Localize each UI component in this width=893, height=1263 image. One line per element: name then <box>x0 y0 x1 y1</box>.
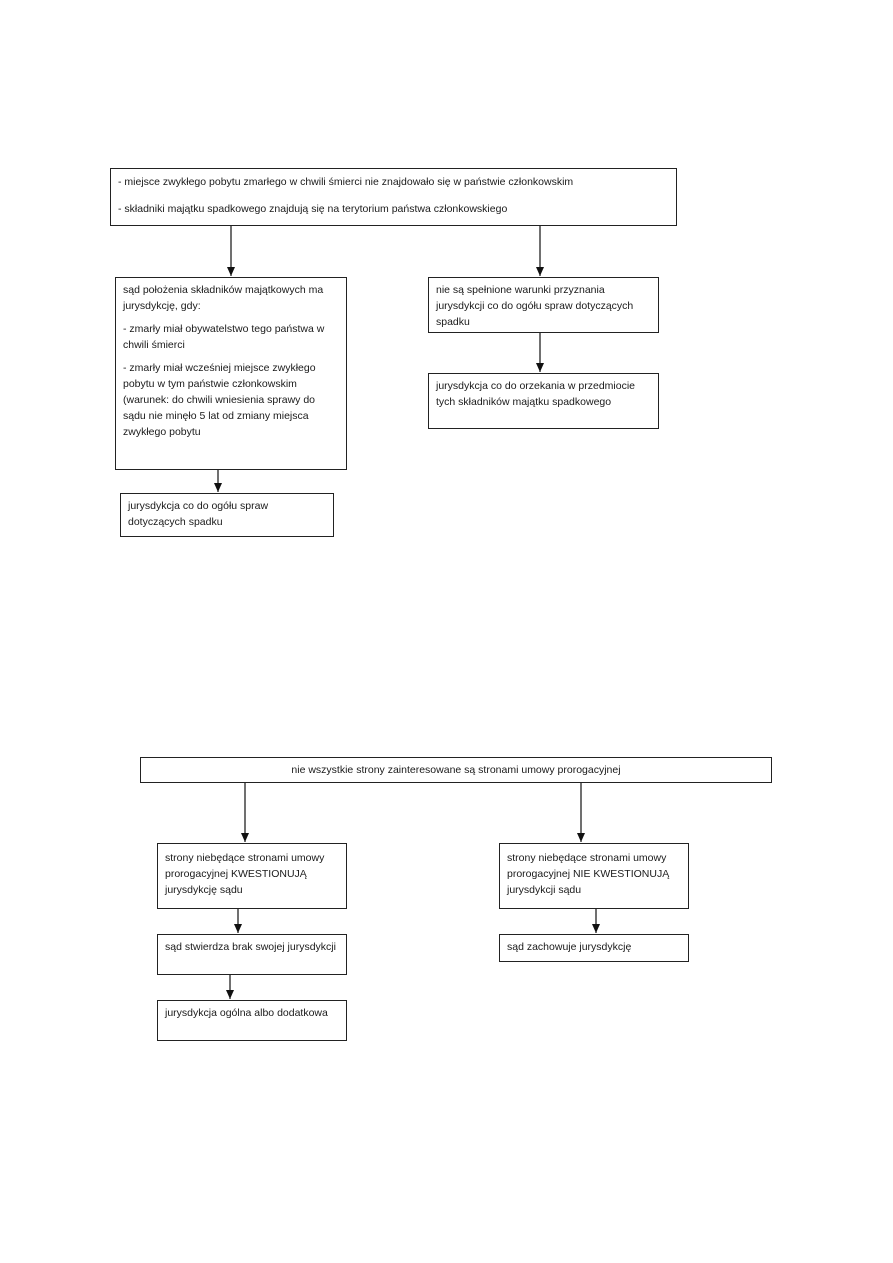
d2-left-result-box: jurysdykcja ogólna albo dodatkowa <box>157 1000 347 1041</box>
d1-left-box: sąd położenia składników majątkowych ma … <box>115 277 347 470</box>
d1-right-result-text: jurysdykcja co do orzekania w przedmioci… <box>436 380 636 408</box>
d1-left-intro: sąd położenia składników majątkowych ma … <box>123 284 324 312</box>
d2-left-result-text: jurysdykcja ogólna albo dodatkowa <box>165 1007 328 1019</box>
d2-left-text: strony niebędące stronami umowy prorogac… <box>165 852 325 896</box>
d2-right-result-box: sąd zachowuje jurysdykcję <box>499 934 689 962</box>
d1-left-result-text: jurysdykcja co do ogółu spraw dotyczącyc… <box>128 500 269 528</box>
d1-right-box: nie są spełnione warunki przyznania jury… <box>428 277 659 333</box>
d1-root-line2: - składniki majątku spadkowego znajdują … <box>118 203 508 215</box>
d2-left-step-box: sąd stwierdza brak swojej jurysdykcji <box>157 934 347 975</box>
d1-right-text: nie są spełnione warunki przyznania jury… <box>436 284 634 328</box>
d2-right-box: strony niebędące stronami umowy prorogac… <box>499 843 689 909</box>
d1-left-cond1: - zmarły miał obywatelstwo tego państwa … <box>123 323 325 351</box>
d1-root-line1: - miejsce zwykłego pobytu zmarłego w chw… <box>118 176 574 188</box>
d1-left-result-box: jurysdykcja co do ogółu spraw dotyczącyc… <box>120 493 334 537</box>
d1-right-result-box: jurysdykcja co do orzekania w przedmioci… <box>428 373 659 429</box>
d2-root-box: nie wszystkie strony zainteresowane są s… <box>140 757 772 783</box>
d1-root-box: - miejsce zwykłego pobytu zmarłego w chw… <box>110 168 677 226</box>
d2-root-text: nie wszystkie strony zainteresowane są s… <box>291 764 621 776</box>
d1-left-cond2: - zmarły miał wcześniej miejsce zwykłego… <box>123 362 316 438</box>
d2-right-result-text: sąd zachowuje jurysdykcję <box>507 941 632 953</box>
d2-left-step-text: sąd stwierdza brak swojej jurysdykcji <box>165 941 336 953</box>
d2-left-box: strony niebędące stronami umowy prorogac… <box>157 843 347 909</box>
d2-right-text: strony niebędące stronami umowy prorogac… <box>507 852 670 896</box>
